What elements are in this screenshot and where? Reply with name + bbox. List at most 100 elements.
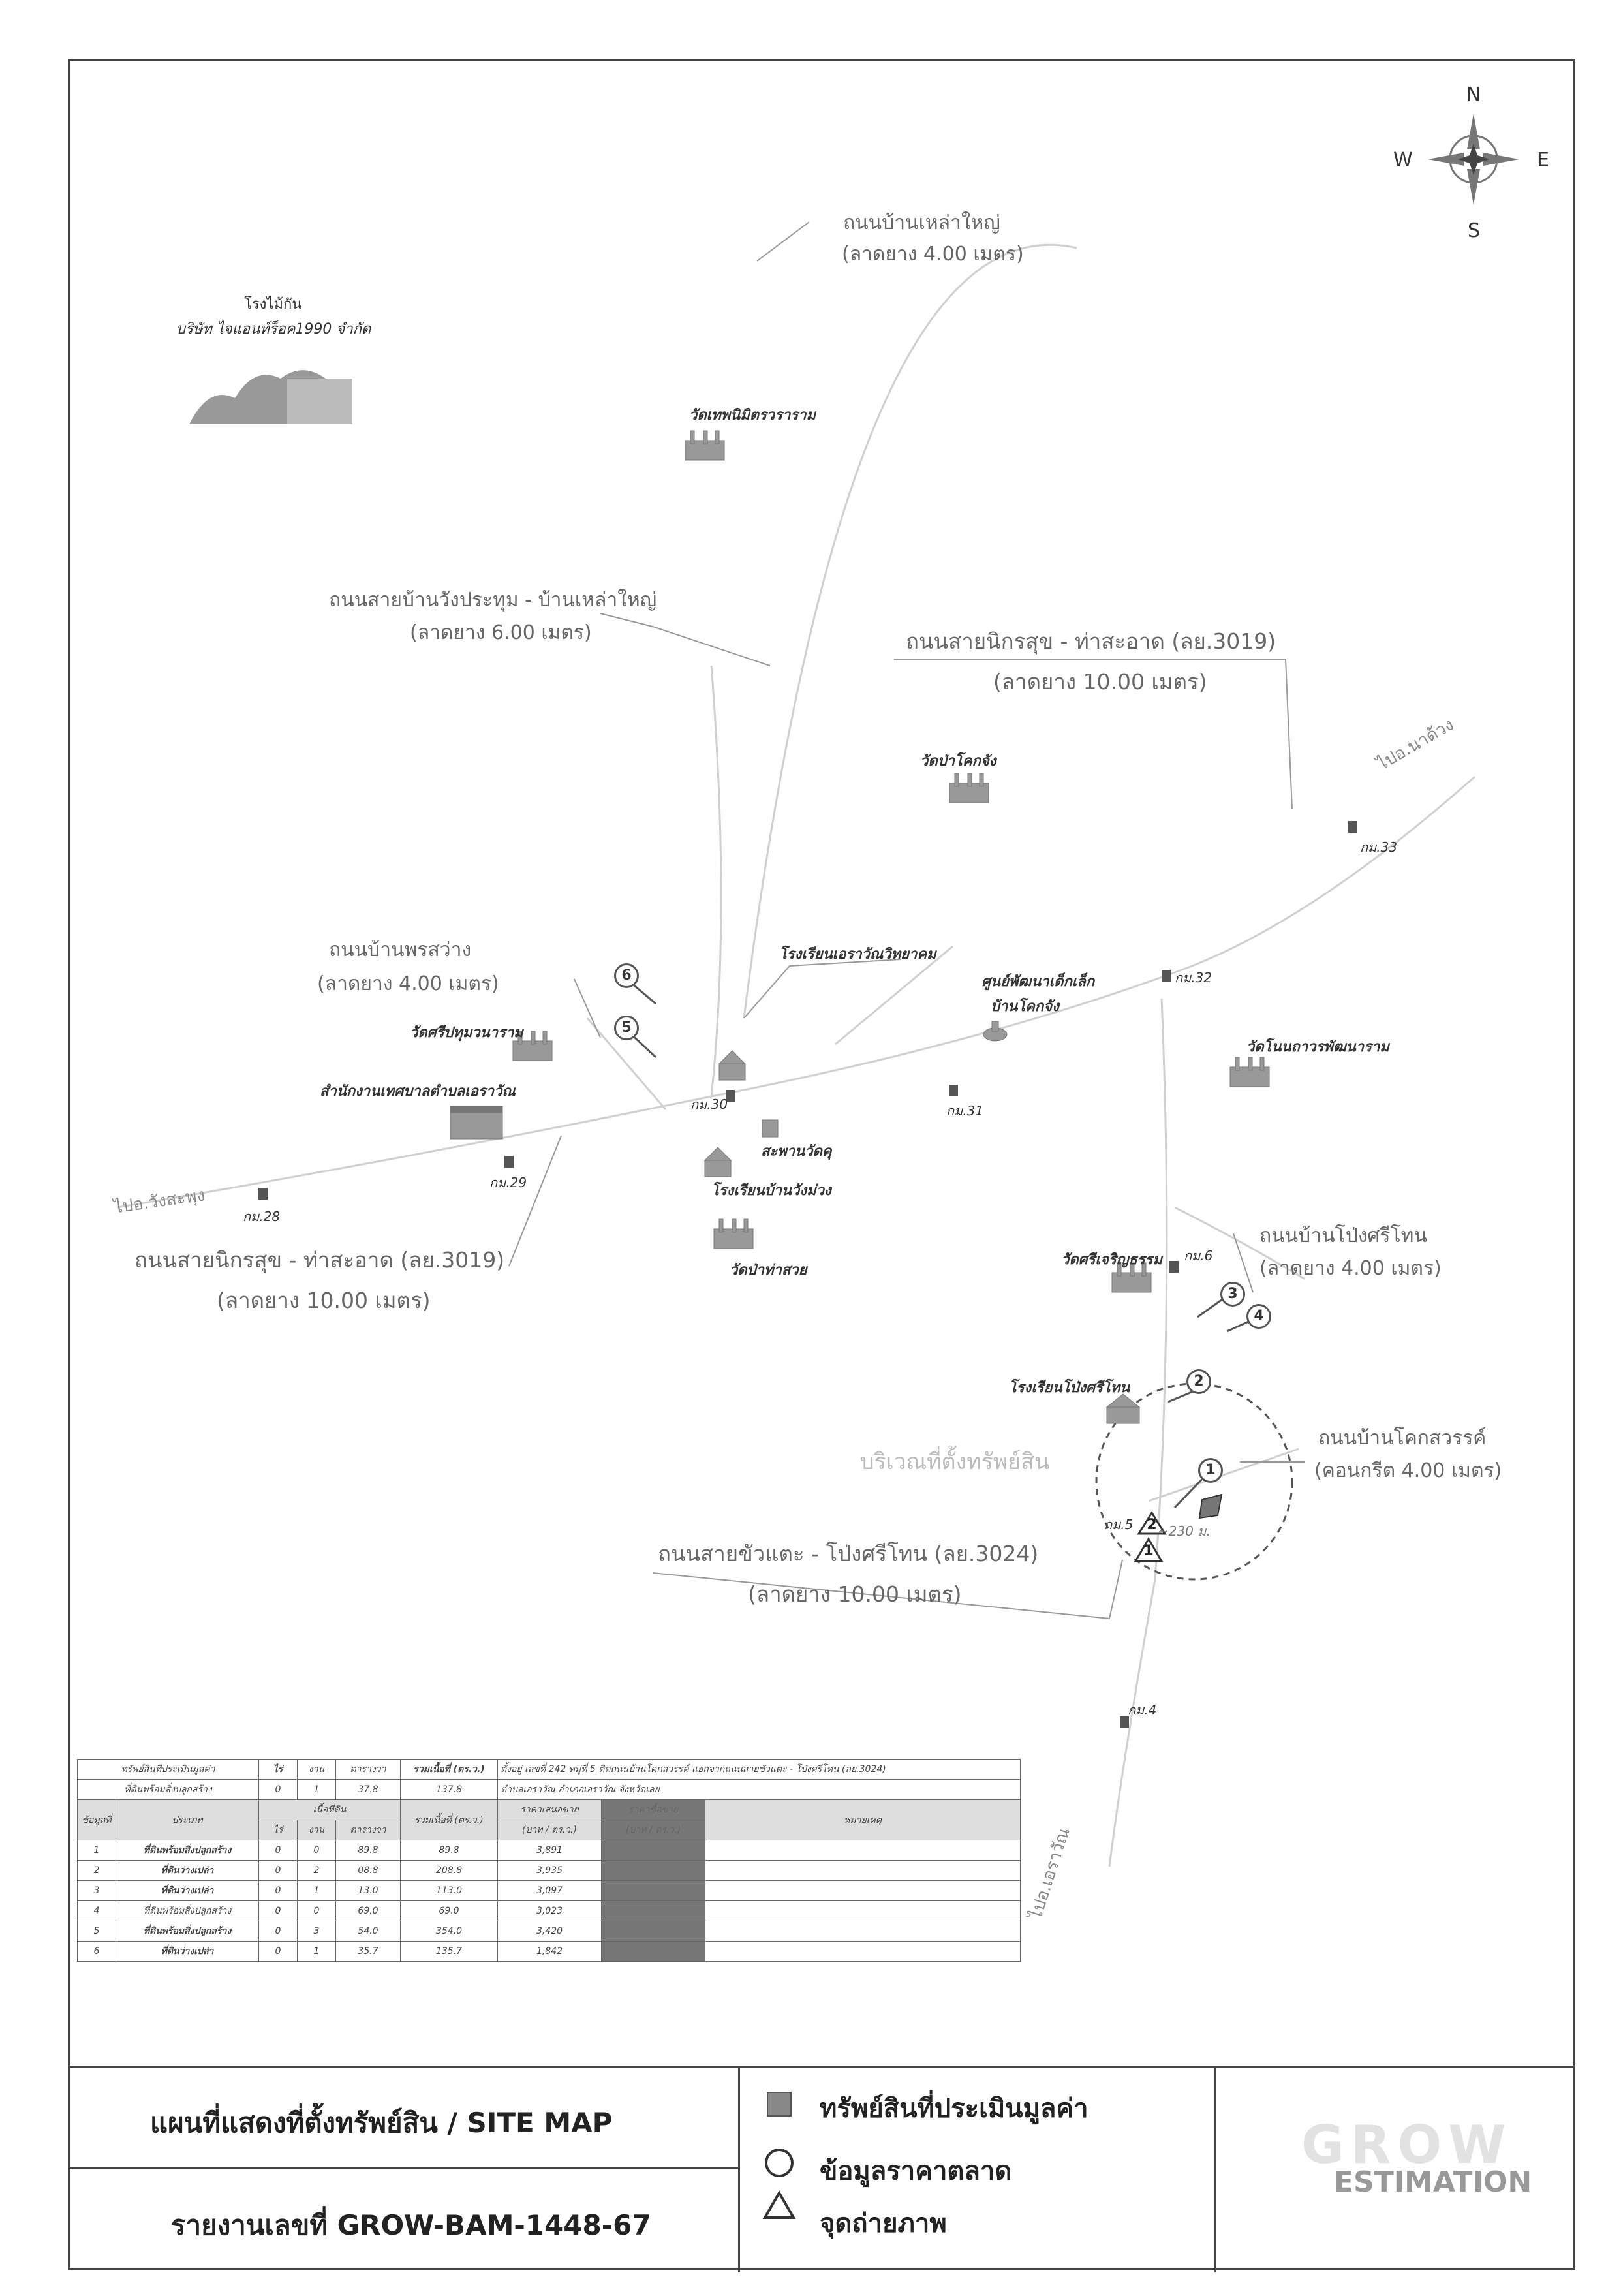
table-cell: 0 <box>297 1900 336 1921</box>
road-width-wang-prathum: (ลาดยาง 6.00 เมตร) <box>410 621 592 644</box>
km-marker-30: กม.30 <box>690 1096 728 1112</box>
market-point-1[interactable]: 1 <box>1198 1458 1223 1483</box>
property-distance: ~230 ม. <box>1158 1523 1211 1539</box>
table-cell: ที่ดินพร้อมสิ่งปลูกสร้าง <box>116 1921 259 1942</box>
logo-text: ESTIMATION <box>1334 2165 1532 2199</box>
table-cell: ที่ดินพร้อมสิ่งปลูกสร้าง <box>77 1779 259 1800</box>
factory-image <box>189 370 352 424</box>
table-row: ทรัพย์สินที่ประเมินมูลค่า ไร่ งาน ตารางว… <box>77 1759 1021 1780</box>
table-cell: 2 <box>77 1860 116 1881</box>
km-marker-31: กม.31 <box>946 1103 984 1119</box>
map-title: แผนที่แสดงที่ตั้งทรัพย์สิน / SITE MAP <box>150 2107 613 2139</box>
table-header: ตารางวา <box>335 1820 401 1840</box>
road-label-pong-si-thon: ถนนบ้านโป่งศรีโทน <box>1259 1224 1427 1247</box>
road-label-khok-sawan: ถนนบ้านโคกสวรรค์ <box>1318 1427 1487 1450</box>
table-cell <box>705 1900 1021 1921</box>
table-cell: 5 <box>77 1921 116 1942</box>
table-header: ข้อมูลที่ <box>77 1799 116 1840</box>
table-cell: 2 <box>297 1860 336 1881</box>
table-cell: ทรัพย์สินที่ประเมินมูลค่า <box>77 1759 259 1780</box>
road-label-ban-lao-yai: ถนนบ้านเหล่าใหญ่ <box>843 211 1000 234</box>
table-cell: 354.0 <box>400 1921 498 1942</box>
road-width-3019-north: (ลาดยาง 10.00 เมตร) <box>993 669 1207 694</box>
table-cell: 0 <box>297 1840 336 1861</box>
table-cell: 1,842 <box>497 1941 602 1962</box>
table-cell: 0 <box>258 1900 298 1921</box>
property-area-label: บริเวณที่ตั้งทรัพย์สิน <box>860 1449 1050 1475</box>
table-cell: ที่ดินว่างเปล่า <box>116 1941 259 1962</box>
table-cell: 1 <box>297 1880 336 1901</box>
legend-photo: จุดถ่ายภาพ <box>820 2209 947 2239</box>
table-cell: 0 <box>258 1880 298 1901</box>
report-cell: รายงานเลขที่ GROW-BAM-1448-67 <box>68 2169 740 2272</box>
table-cell: 113.0 <box>400 1880 498 1901</box>
place-wat-non-thaworn: วัดโนนถาวรพัฒนาราม <box>1246 1039 1389 1055</box>
table-cell: 13.0 <box>335 1880 401 1901</box>
market-point-5[interactable]: 5 <box>614 1016 639 1040</box>
km-marker-32: กม.32 <box>1175 970 1212 985</box>
table-header: (บาท / ตร.ว.) <box>497 1820 602 1840</box>
market-point-6[interactable]: 6 <box>614 963 639 988</box>
market-point-4[interactable]: 4 <box>1246 1304 1271 1329</box>
km-marker-28: กม.28 <box>243 1209 281 1224</box>
table-cell: 0 <box>258 1941 298 1962</box>
road-label-3019-south: ถนนสายนิกรสุข - ท่าสะอาด (ลย.3019) <box>134 1247 505 1273</box>
compass-north-label: N <box>1466 84 1481 106</box>
photo-point-2[interactable]: 2 <box>1147 1517 1157 1533</box>
table-cell: 3,097 <box>497 1880 602 1901</box>
table-cell: 69.0 <box>400 1900 498 1921</box>
table-cell <box>601 1840 705 1861</box>
table-cell: 3,935 <box>497 1860 602 1881</box>
km-marker-29: กม.29 <box>489 1175 527 1190</box>
place-wat-pa-tha-suai: วัดป่าท่าสวย <box>730 1262 807 1279</box>
table-row: 4 ที่ดินพร้อมสิ่งปลูกสร้าง 0 0 69.0 69.0… <box>77 1900 1021 1921</box>
table-row: 1 ที่ดินพร้อมสิ่งปลูกสร้าง 0 0 89.8 89.8… <box>77 1840 1021 1861</box>
photo-point-1[interactable]: 1 <box>1143 1543 1154 1559</box>
compass-south-label: S <box>1468 219 1481 242</box>
table-cell: รวมเนื้อที่ (ตร.ว.) <box>400 1759 498 1780</box>
place-child-center: ศูนย์พัฒนาเด็กเล็ก <box>981 974 1095 990</box>
market-data-table: ทรัพย์สินที่ประเมินมูลค่า ไร่ งาน ตารางว… <box>77 1759 1021 1962</box>
table-header: ประเภท <box>116 1799 259 1840</box>
road-width-pong-si-thon: (ลาดยาง 4.00 เมตร) <box>1259 1257 1442 1280</box>
table-cell: 0 <box>258 1779 298 1800</box>
compass-west-label: W <box>1393 149 1413 172</box>
market-point-2[interactable]: 2 <box>1186 1369 1211 1394</box>
place-wat-pa-khok-chang: วัดป่าโคกจัง <box>920 753 996 769</box>
road-width-khok-sawan: (คอนกรีต 4.00 เมตร) <box>1314 1459 1502 1482</box>
table-cell: 69.0 <box>335 1900 401 1921</box>
table-cell: 0 <box>258 1921 298 1942</box>
market-point-3[interactable]: 3 <box>1220 1282 1245 1307</box>
report-number: รายงานเลขที่ GROW-BAM-1448-67 <box>171 2209 651 2241</box>
table-row: 5 ที่ดินพร้อมสิ่งปลูกสร้าง 0 3 54.0 354.… <box>77 1921 1021 1942</box>
table-cell: 3 <box>77 1880 116 1901</box>
table-row: ที่ดินพร้อมสิ่งปลูกสร้าง 0 1 37.8 137.8 … <box>77 1779 1021 1800</box>
road-label-wang-prathum: ถนนสายบ้านวังประทุม - บ้านเหล่าใหญ่ <box>329 589 657 612</box>
table-header: รวมเนื้อที่ (ตร.ว.) <box>400 1799 498 1840</box>
table-header: งาน <box>297 1820 336 1840</box>
table-cell: 1 <box>297 1779 336 1800</box>
table-cell: 135.7 <box>400 1941 498 1962</box>
table-cell <box>705 1880 1021 1901</box>
legend-cell: ทรัพย์สินที่ประเมินมูลค่า ข้อมูลราคาตลาด… <box>740 2068 1216 2272</box>
table-cell: 1 <box>77 1840 116 1861</box>
table-header: เนื้อที่ดิน <box>258 1799 401 1820</box>
table-cell: 1 <box>297 1941 336 1962</box>
table-cell: 208.8 <box>400 1860 498 1881</box>
table-cell <box>601 1921 705 1942</box>
km-marker-6: กม.6 <box>1184 1248 1213 1264</box>
table-cell <box>705 1941 1021 1962</box>
table-header: (บาท / ตร.ว.) <box>601 1820 705 1840</box>
table-cell <box>601 1880 705 1901</box>
road-label-3019-north: ถนนสายนิกรสุข - ท่าสะอาด (ลย.3019) <box>906 628 1276 654</box>
table-header-row: ข้อมูลที่ ประเภท เนื้อที่ดิน รวมเนื้อที่… <box>77 1799 1021 1840</box>
table-cell: 89.8 <box>335 1840 401 1861</box>
table-cell: 0 <box>258 1860 298 1881</box>
table-header: ราคาซื้อขาย <box>601 1799 705 1820</box>
factory-name: โรงไม้กัน <box>244 296 302 313</box>
road-width-ban-phon-sawang: (ลาดยาง 4.00 เมตร) <box>317 972 499 995</box>
table-cell: 0 <box>258 1840 298 1861</box>
table-cell <box>601 1941 705 1962</box>
table-cell: ที่ดินว่างเปล่า <box>116 1880 259 1901</box>
km-marker-4: กม.4 <box>1128 1702 1157 1718</box>
